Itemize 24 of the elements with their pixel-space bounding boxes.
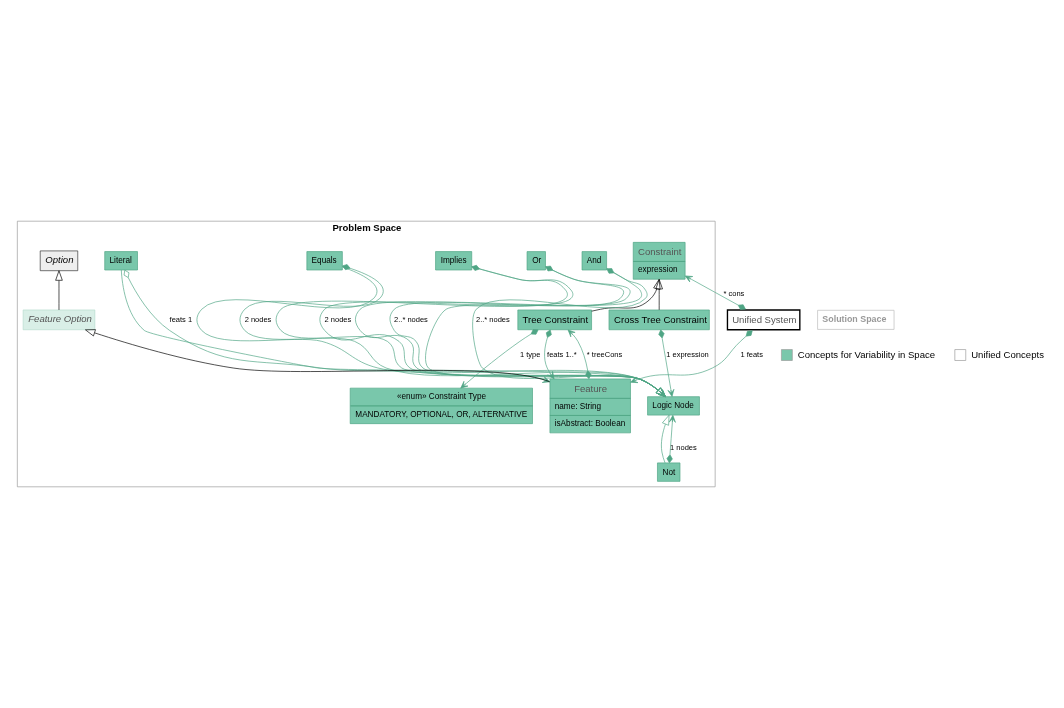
edge-label: 1 expression [666,349,709,359]
edge-label: 1 nodes [670,442,697,452]
edge-label: * cons [723,289,745,299]
legend-label: Concepts for Variability in Space [797,348,936,360]
edge-label: feats 1..* [547,349,577,359]
arrow [460,329,539,389]
arrow [630,330,753,383]
legend-label: Unified Concepts [971,348,1044,360]
arrow [85,329,551,383]
edge-label: 2 nodes [244,314,272,324]
arrow [666,415,676,464]
edge-label: 1 feats [740,349,763,359]
arrow [655,279,663,311]
edge-label: 2 nodes [324,314,352,324]
edge-label: 2..* nodes [476,314,510,324]
arrow [684,275,746,310]
edge-label: 1 type [519,349,541,359]
edge-label: 2..* nodes [394,314,428,324]
arrow [661,414,670,464]
edge-label: feats 1 [169,314,193,324]
arrow [123,269,551,383]
arrow [55,270,63,311]
edge-label: * treeCons [586,349,623,359]
arrow [591,279,661,312]
